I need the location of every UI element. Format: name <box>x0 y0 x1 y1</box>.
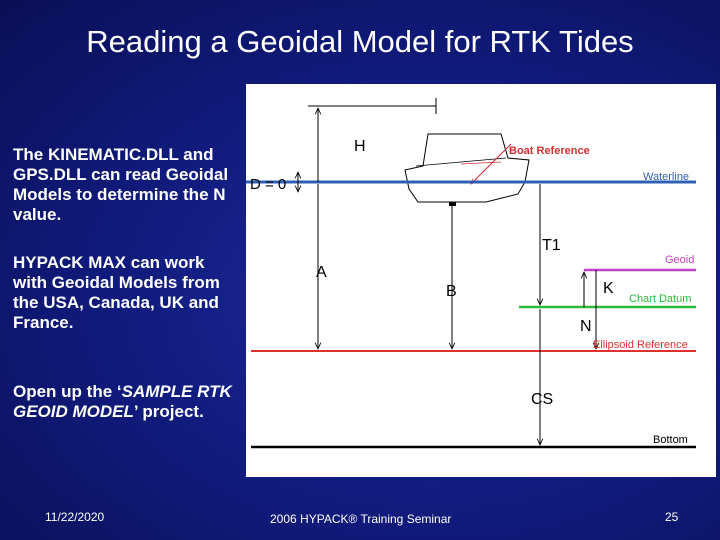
boat-reference-pointer <box>471 143 512 184</box>
label-chart-datum: Chart Datum <box>629 293 691 305</box>
label-ellipsoid-reference: Ellipsoid Reference <box>593 339 688 351</box>
label-waterline: Waterline <box>643 171 689 183</box>
paragraph-hypack-max: HYPACK MAX can work with Geoidal Models … <box>13 253 220 332</box>
footer-date: 11/22/2020 <box>45 510 105 524</box>
paragraph-open-project: Open up the ‘SAMPLE RTK GEOID MODEL’ pro… <box>13 382 241 422</box>
label-b: B <box>446 283 457 300</box>
paragraph-kinematic: The KINEMATIC.DLL and GPS.DLL can read G… <box>13 145 229 224</box>
open-project-prefix: Open up the ‘ <box>13 382 122 401</box>
project-name: SAMPLE RTK GEOID MODEL <box>13 382 232 421</box>
label-bottom: Bottom <box>653 434 688 446</box>
gps-antenna-mark <box>449 202 456 206</box>
label-d0: D = 0 <box>250 176 286 193</box>
label-geoid: Geoid <box>665 254 694 266</box>
footer-seminar: 2006 HYPACK® Training Seminar <box>270 512 452 526</box>
label-t1: T1 <box>542 237 561 254</box>
label-a: A <box>316 264 327 281</box>
label-n: N <box>580 318 592 335</box>
boat-deck-line <box>415 157 507 167</box>
label-boat-reference: Boat Reference <box>509 145 590 157</box>
footer-page-number: 25 <box>665 510 679 524</box>
open-project-suffix: ’ project. <box>133 402 204 421</box>
diagram-svg: H D = 0 A B T1 K N CS Boat Reference Wat… <box>246 98 696 449</box>
label-cs: CS <box>531 391 553 408</box>
geoid-diagram: H D = 0 A B T1 K N CS Boat Reference Wat… <box>246 84 716 477</box>
label-h: H <box>354 138 366 155</box>
slide-title: Reading a Geoidal Model for RTK Tides <box>86 24 634 59</box>
label-k: K <box>603 280 614 297</box>
boat-reference-pointer-2 <box>460 161 502 165</box>
boat-hull <box>404 133 530 203</box>
